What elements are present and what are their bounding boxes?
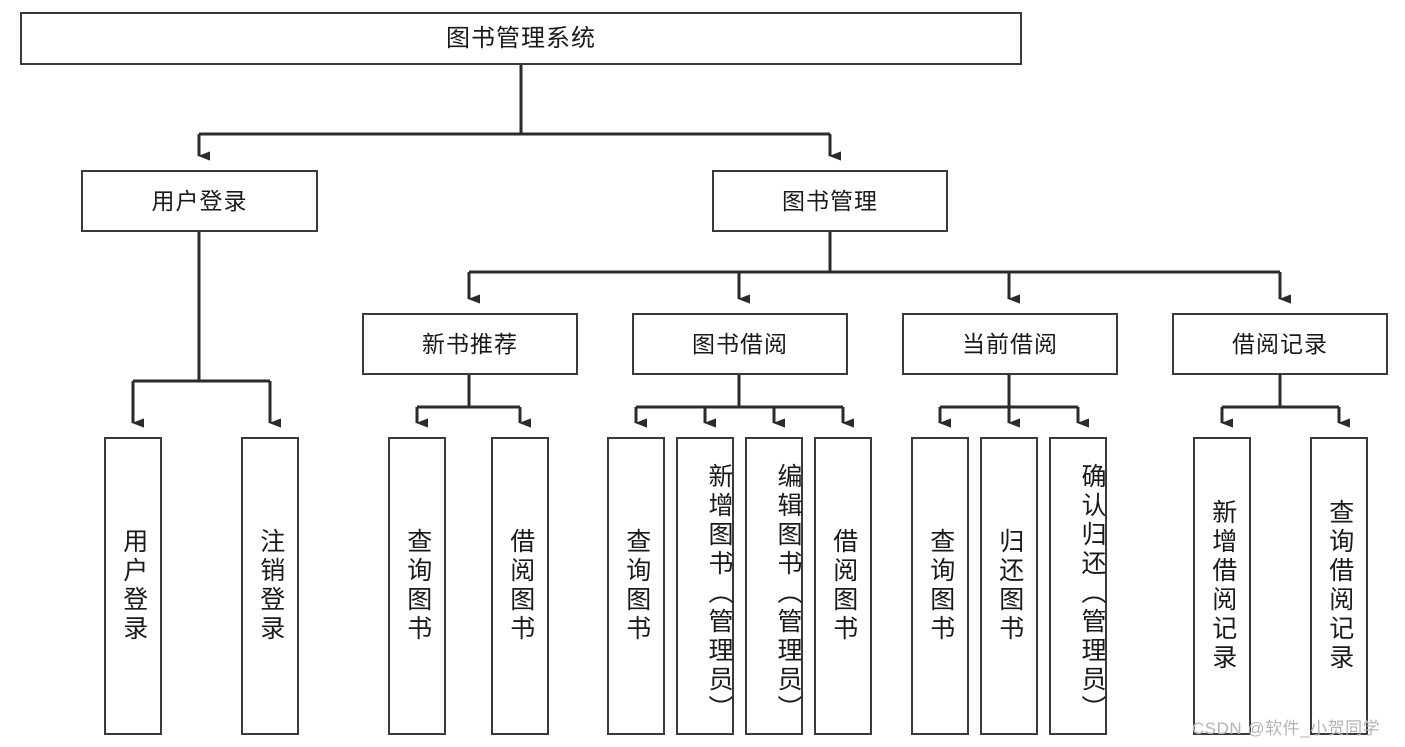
leaf-book-borrow-add-admin[interactable]: 新增图书（管理员） <box>676 437 734 735</box>
node-new-book-recommend[interactable]: 新书推荐 <box>362 313 578 375</box>
node-borrow-record[interactable]: 借阅记录 <box>1172 313 1388 375</box>
leaf-borrow-record-query[interactable]: 查询借阅记录 <box>1310 437 1368 735</box>
leaf-user-login-signin[interactable]: 用户登录 <box>104 437 162 735</box>
leaf-new-book-borrow[interactable]: 借阅图书 <box>491 437 549 735</box>
leaf-user-login-signout[interactable]: 注销登录 <box>241 437 299 735</box>
leaf-current-borrow-query[interactable]: 查询图书 <box>911 437 969 735</box>
node-root-system[interactable]: 图书管理系统 <box>20 12 1022 65</box>
node-current-borrow[interactable]: 当前借阅 <box>902 313 1118 375</box>
leaf-new-book-query[interactable]: 查询图书 <box>388 437 446 735</box>
leaf-book-borrow-edit-admin[interactable]: 编辑图书（管理员） <box>745 437 803 735</box>
leaf-current-borrow-return[interactable]: 归还图书 <box>980 437 1038 735</box>
node-book-management[interactable]: 图书管理 <box>712 170 948 232</box>
node-book-borrow[interactable]: 图书借阅 <box>632 313 848 375</box>
node-user-login[interactable]: 用户登录 <box>81 170 318 232</box>
leaf-current-borrow-confirm-admin[interactable]: 确认归还（管理员） <box>1049 437 1107 735</box>
leaf-book-borrow-query[interactable]: 查询图书 <box>607 437 665 735</box>
leaf-borrow-record-add[interactable]: 新增借阅记录 <box>1193 437 1251 735</box>
csdn-watermark: CSDN @软件_小贺同学 <box>1192 719 1381 738</box>
leaf-book-borrow-lend[interactable]: 借阅图书 <box>814 437 872 735</box>
